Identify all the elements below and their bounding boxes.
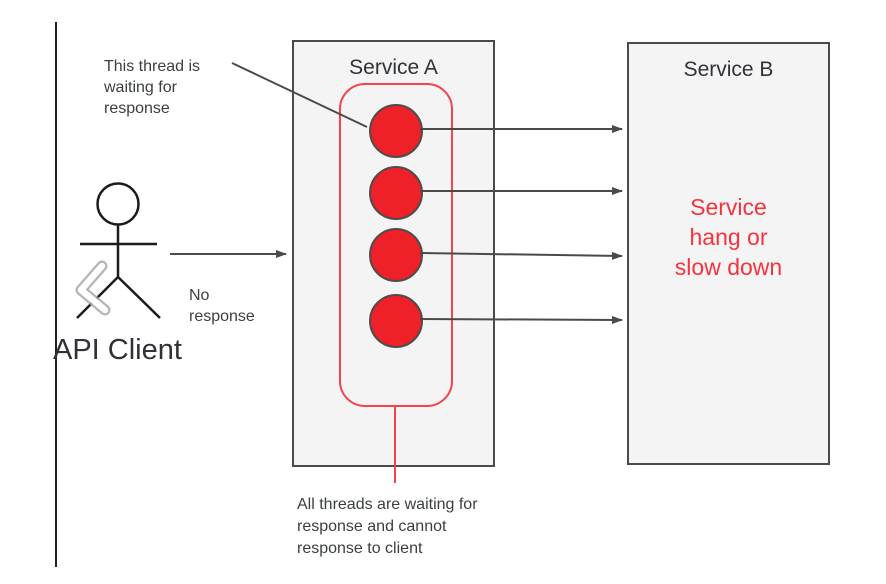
- service-b-status-text: Service hang or slow down: [629, 192, 828, 282]
- thread-circle-2: [369, 166, 423, 220]
- annotation-line: No: [189, 287, 210, 304]
- annotation-line: This thread is: [104, 58, 201, 75]
- thread-pool-outline: [339, 83, 453, 407]
- chevron-glyph: [75, 260, 111, 316]
- status-line: hang or: [689, 224, 768, 250]
- api-client-figure: [76, 182, 161, 319]
- thread-circle-1: [369, 104, 423, 158]
- annotation-line: response to client: [297, 540, 423, 557]
- status-line: Service: [690, 194, 767, 220]
- annotation-line: response: [104, 100, 170, 117]
- annotation-line: response: [189, 308, 255, 325]
- figure-leg-left: [76, 276, 119, 319]
- annotation-thread-waiting: This thread is waiting for response: [104, 56, 200, 119]
- annotation-line: waiting for: [104, 79, 177, 96]
- thread-circle-3: [369, 228, 423, 282]
- service-a-title: Service A: [349, 56, 438, 79]
- annotation-no-response: No response: [189, 285, 255, 327]
- annotation-line: response and cannot: [297, 518, 447, 535]
- annotation-all-threads: All threads are waiting for response and…: [297, 494, 478, 560]
- service-b-title: Service B: [683, 58, 774, 81]
- service-a-box: Service A: [292, 40, 495, 467]
- left-edge-rule: [55, 22, 57, 567]
- figure-head: [96, 182, 140, 226]
- status-line: slow down: [674, 254, 783, 280]
- annotation-line: All threads are waiting for: [297, 496, 478, 513]
- api-client-label: API Client: [53, 334, 182, 366]
- figure-leg-right: [117, 276, 161, 319]
- service-b-box: Service B Service hang or slow down: [627, 42, 830, 465]
- thread-circle-4: [369, 294, 423, 348]
